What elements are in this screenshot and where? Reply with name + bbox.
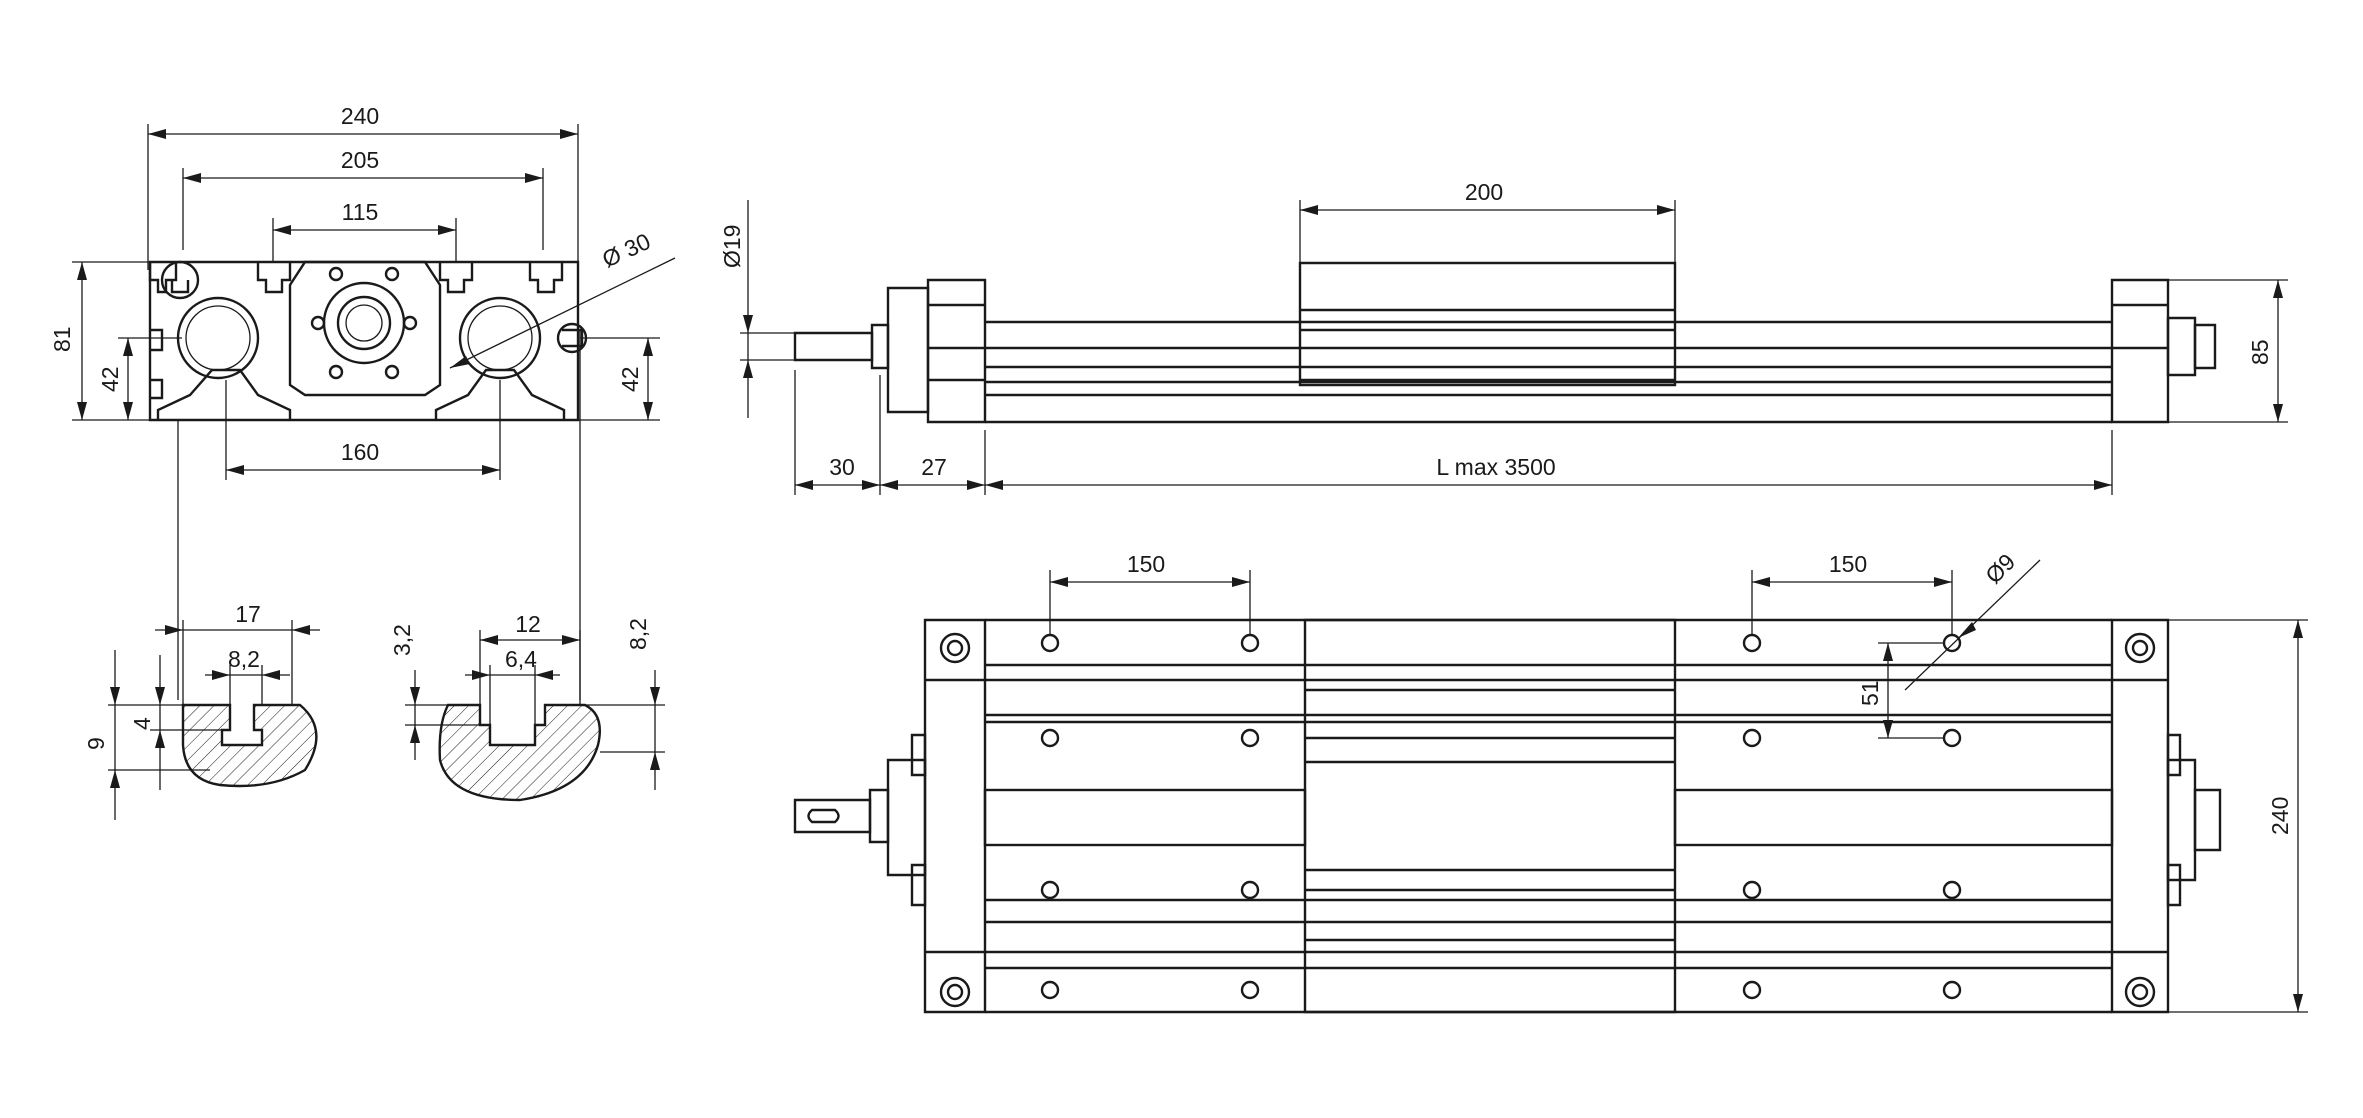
dim-51: 51 [1857,680,1883,706]
dim-d30: Ø 30 [598,228,654,273]
dim-150-right: 150 [1829,551,1867,577]
dim-17: 17 [235,601,261,627]
top-view: 150 150 Ø9 51 240 [793,548,2308,1014]
dim-27: 27 [921,454,947,480]
dim-8-2-height: 8,2 [625,618,651,650]
dim-9: 9 [83,737,109,750]
dim-d19: Ø19 [719,225,745,268]
dim-240-height: 240 [2267,797,2293,835]
dim-150-left: 150 [1127,551,1165,577]
side-view: Ø19 200 85 30 27 L max 3500 [719,179,2288,495]
dim-115: 115 [342,199,379,225]
dim-3-2: 3,2 [389,624,415,656]
front-view: Ø 30 240 205 115 81 42 42 160 [49,103,676,700]
dim-240: 240 [341,103,379,129]
slot-detail-b: 3,2 12 6,4 8,2 [389,611,665,802]
dim-4: 4 [129,717,155,730]
dim-6-4: 6,4 [505,646,537,672]
dim-81: 81 [49,326,75,352]
dim-85: 85 [2247,339,2273,365]
dim-lmax: L max 3500 [1436,454,1555,480]
dim-200: 200 [1465,179,1503,205]
dim-42-left: 42 [97,366,123,392]
dim-8-2-width: 8,2 [228,646,260,672]
slot-detail-a: 17 8,2 9 4 [83,601,320,820]
dim-42-right: 42 [617,366,643,392]
dim-160: 160 [341,439,379,465]
dim-12: 12 [515,611,541,637]
dim-205: 205 [341,147,379,173]
dim-d9: Ø9 [1980,548,2020,588]
dim-30: 30 [829,454,855,480]
